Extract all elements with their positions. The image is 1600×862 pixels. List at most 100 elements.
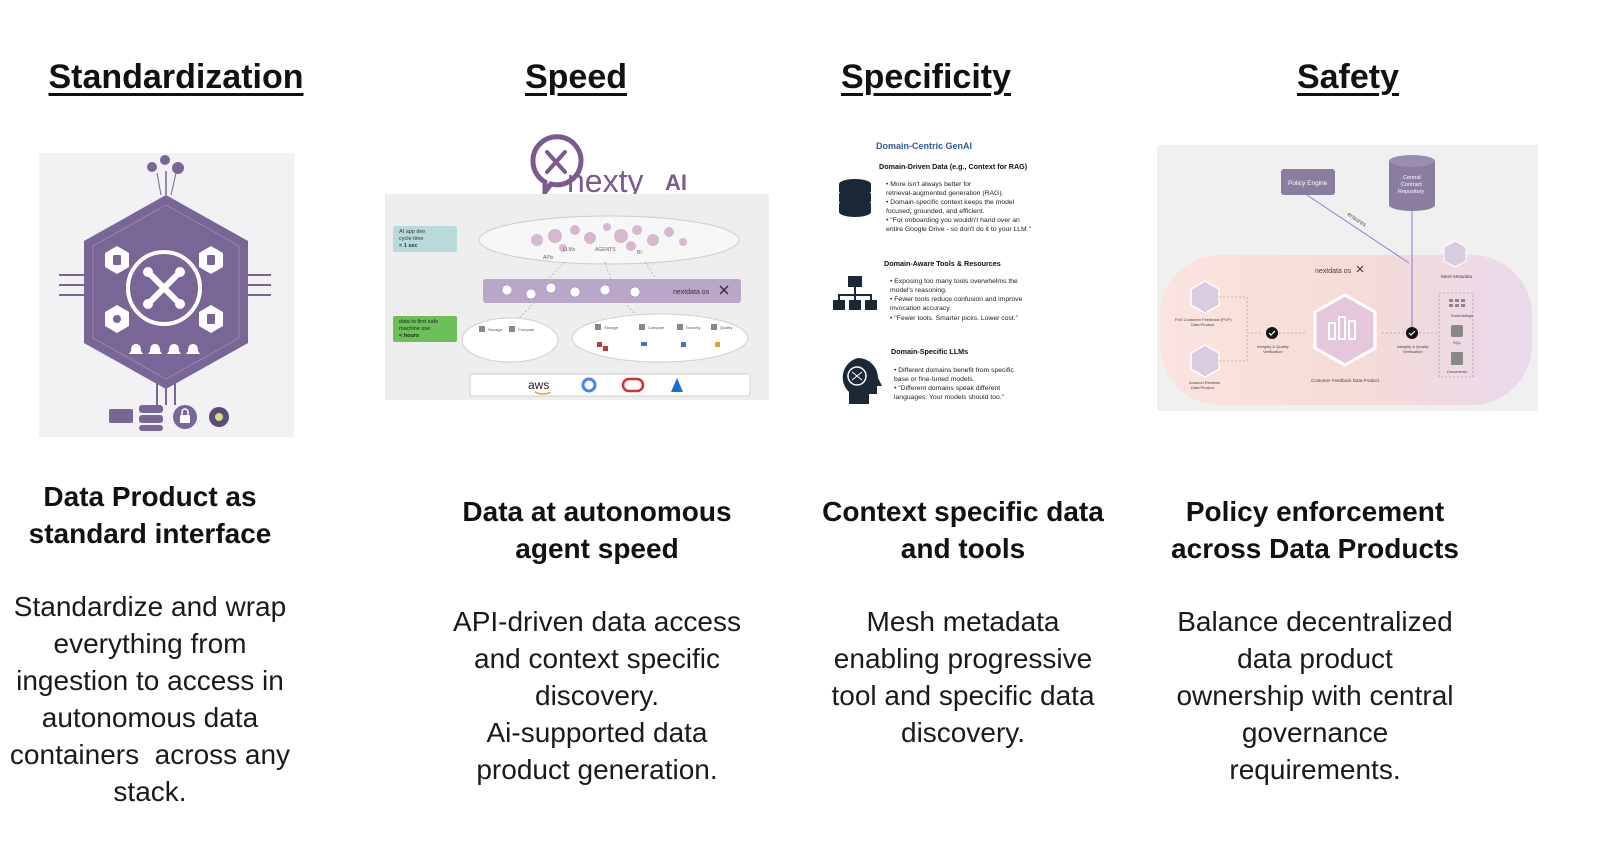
hexagon-diagram bbox=[59, 155, 271, 431]
svg-text:model's reasoning.: model's reasoning. bbox=[890, 287, 947, 294]
description-line: tool and specific data bbox=[831, 680, 1095, 711]
svg-text:Domain-Specific LLMs: Domain-Specific LLMs bbox=[891, 347, 968, 356]
svg-text:focused, grounded, and efficie: focused, grounded, and efficient. bbox=[886, 208, 985, 215]
sql-icon bbox=[1451, 325, 1463, 337]
subheading-line: Policy enforcement bbox=[1185, 496, 1445, 527]
subheading-line: Context specific data bbox=[822, 496, 1104, 527]
subheading-standardization: Data Product as standard interface bbox=[0, 478, 300, 552]
mesh-metadata-icon bbox=[1443, 240, 1467, 268]
svg-text:• "For onboarding you wouldn't: • "For onboarding you wouldn't hand over… bbox=[886, 217, 1020, 224]
svg-text:invocation accuracy.: invocation accuracy. bbox=[890, 305, 951, 312]
consumers-cloud bbox=[478, 215, 740, 265]
svg-text:Customer Feedback Data Product: Customer Feedback Data Product bbox=[1311, 378, 1380, 383]
description-line: and context specific bbox=[474, 643, 720, 674]
check-icon bbox=[1406, 327, 1418, 339]
svg-text:< hours: < hours bbox=[399, 333, 419, 339]
svg-text:languages. Your models should: languages. Your models should too." bbox=[894, 394, 1005, 401]
description-line: Ai-supported data bbox=[486, 717, 708, 748]
policy-enforcement-illustration: Policy Engine Central Contract Repositor… bbox=[1157, 145, 1538, 411]
nextdata-mark-icon bbox=[719, 285, 729, 295]
svg-text:Contract: Contract bbox=[1401, 182, 1422, 188]
svg-text:• Domain-specific context keep: • Domain-specific context keeps the mode… bbox=[886, 199, 1015, 206]
svg-text:• Exposing too many tools over: • Exposing too many tools overwhelms the bbox=[890, 278, 1018, 285]
subheading-line: agent speed bbox=[515, 533, 679, 564]
svg-text:APIs: APIs bbox=[543, 255, 554, 261]
svg-text:Integrity & Quality: Integrity & Quality bbox=[1257, 344, 1289, 349]
aws-logo: aws bbox=[528, 378, 549, 392]
database-icon bbox=[839, 179, 871, 217]
policy-engine-box bbox=[1281, 169, 1335, 195]
svg-text:Central: Central bbox=[1403, 175, 1421, 181]
domain-centric-genai-illustration: Domain-Centric GenAI Domain-Driven Data … bbox=[828, 136, 1068, 410]
gcp-logo bbox=[581, 377, 597, 393]
oracle-logo bbox=[621, 377, 645, 393]
node-icon bbox=[172, 162, 184, 174]
subheading-line: Data Product as bbox=[43, 481, 257, 512]
description-line: everything from bbox=[53, 628, 247, 659]
svg-text:PoS Customer Feedback (POF): PoS Customer Feedback (POF) bbox=[1175, 317, 1232, 322]
svg-text:Mesh Metadata: Mesh Metadata bbox=[1441, 274, 1473, 279]
subheading-line: and tools bbox=[900, 533, 1026, 564]
description-line: autonomous data bbox=[41, 702, 259, 733]
svg-text:Storage: Storage bbox=[488, 327, 503, 332]
svg-text:Storage: Storage bbox=[604, 325, 619, 330]
description-line: ownership with central bbox=[1176, 680, 1454, 711]
svg-text:Data Product: Data Product bbox=[1191, 322, 1215, 327]
svg-text:base or fine-tuned models.: base or fine-tuned models. bbox=[894, 376, 975, 383]
svg-text:Security: Security bbox=[686, 325, 700, 330]
svg-text:LLMs: LLMs bbox=[563, 247, 576, 253]
subheading-line: across Data Products bbox=[1171, 533, 1459, 564]
heading-standardization: Standardization bbox=[48, 58, 304, 96]
svg-text:Verification: Verification bbox=[1403, 349, 1423, 354]
svg-text:nextdata os: nextdata os bbox=[1315, 268, 1352, 275]
description-safety: Balance decentralized data product owner… bbox=[1150, 603, 1480, 788]
heading-safety: Safety bbox=[1296, 58, 1400, 96]
svg-text:Policy Engine: Policy Engine bbox=[1288, 180, 1328, 187]
cloud-right bbox=[571, 313, 749, 363]
svg-text:AI app dev: AI app dev bbox=[399, 229, 426, 235]
svg-text:Repository: Repository bbox=[1398, 189, 1425, 195]
check-icon bbox=[1266, 327, 1278, 339]
contract-repository-cylinder bbox=[1389, 155, 1435, 211]
description-line: ingestion to access in bbox=[16, 665, 284, 696]
cycle-time-card bbox=[393, 226, 457, 252]
description-line: product generation. bbox=[476, 754, 718, 785]
svg-text:machine use: machine use bbox=[399, 326, 430, 332]
subheading-line: standard interface bbox=[28, 518, 272, 549]
svg-text:Amazon Reviews: Amazon Reviews bbox=[1189, 380, 1220, 385]
genai-title: Domain-Centric GenAI bbox=[876, 141, 972, 151]
heading-specificity: Specificity bbox=[840, 58, 1012, 96]
nexty-ai-logo: nexty AI bbox=[530, 134, 687, 200]
database-icon bbox=[139, 405, 163, 413]
svg-text:Compute: Compute bbox=[518, 327, 535, 332]
svg-text:• More isn't always better for: • More isn't always better for bbox=[886, 181, 972, 188]
svg-text:• "Different domains speak dif: • "Different domains speak different bbox=[894, 385, 1000, 392]
svg-text:Documents: Documents bbox=[1447, 369, 1467, 374]
svg-text:SQL: SQL bbox=[1453, 340, 1462, 345]
heading-speed: Speed bbox=[524, 58, 628, 96]
svg-text:Quality: Quality bbox=[720, 325, 732, 330]
svg-text:Data Product: Data Product bbox=[1191, 385, 1215, 390]
safe-use-card bbox=[393, 316, 457, 342]
subheading-specificity: Context specific data and tools bbox=[798, 493, 1128, 567]
nextdata-logo-icon bbox=[148, 272, 180, 304]
subheading-speed: Data at autonomous agent speed bbox=[432, 493, 762, 567]
svg-text:ensures: ensures bbox=[1346, 212, 1367, 229]
svg-text:AGENTS: AGENTS bbox=[595, 247, 616, 253]
description-line: Standardize and wrap bbox=[13, 591, 287, 622]
svg-text:retrieval-augmented generation: retrieval-augmented generation (RAG). bbox=[886, 190, 1004, 197]
storage-icon bbox=[109, 409, 133, 423]
svg-text:Compute: Compute bbox=[648, 325, 665, 330]
logo-suffix: AI bbox=[665, 170, 687, 195]
cloud-left bbox=[461, 317, 559, 363]
logo-text: nexty bbox=[567, 163, 643, 199]
description-line: API-driven data access bbox=[453, 606, 741, 637]
svg-text:data to first safe: data to first safe bbox=[399, 319, 438, 325]
svg-text:• "Fewer tools. Smarter picks.: • "Fewer tools. Smarter picks. Lower cos… bbox=[890, 315, 1019, 322]
bell-icons bbox=[129, 344, 200, 354]
svg-text:entire Google Drive - so don't: entire Google Drive - so don't do it to … bbox=[886, 226, 1032, 233]
svg-text:• Fewer tools reduce confusion: • Fewer tools reduce confusion and impro… bbox=[890, 296, 1023, 303]
node-icon bbox=[147, 162, 157, 172]
description-line: governance bbox=[1241, 717, 1389, 748]
description-speed: API-driven data access and context speci… bbox=[432, 603, 762, 788]
